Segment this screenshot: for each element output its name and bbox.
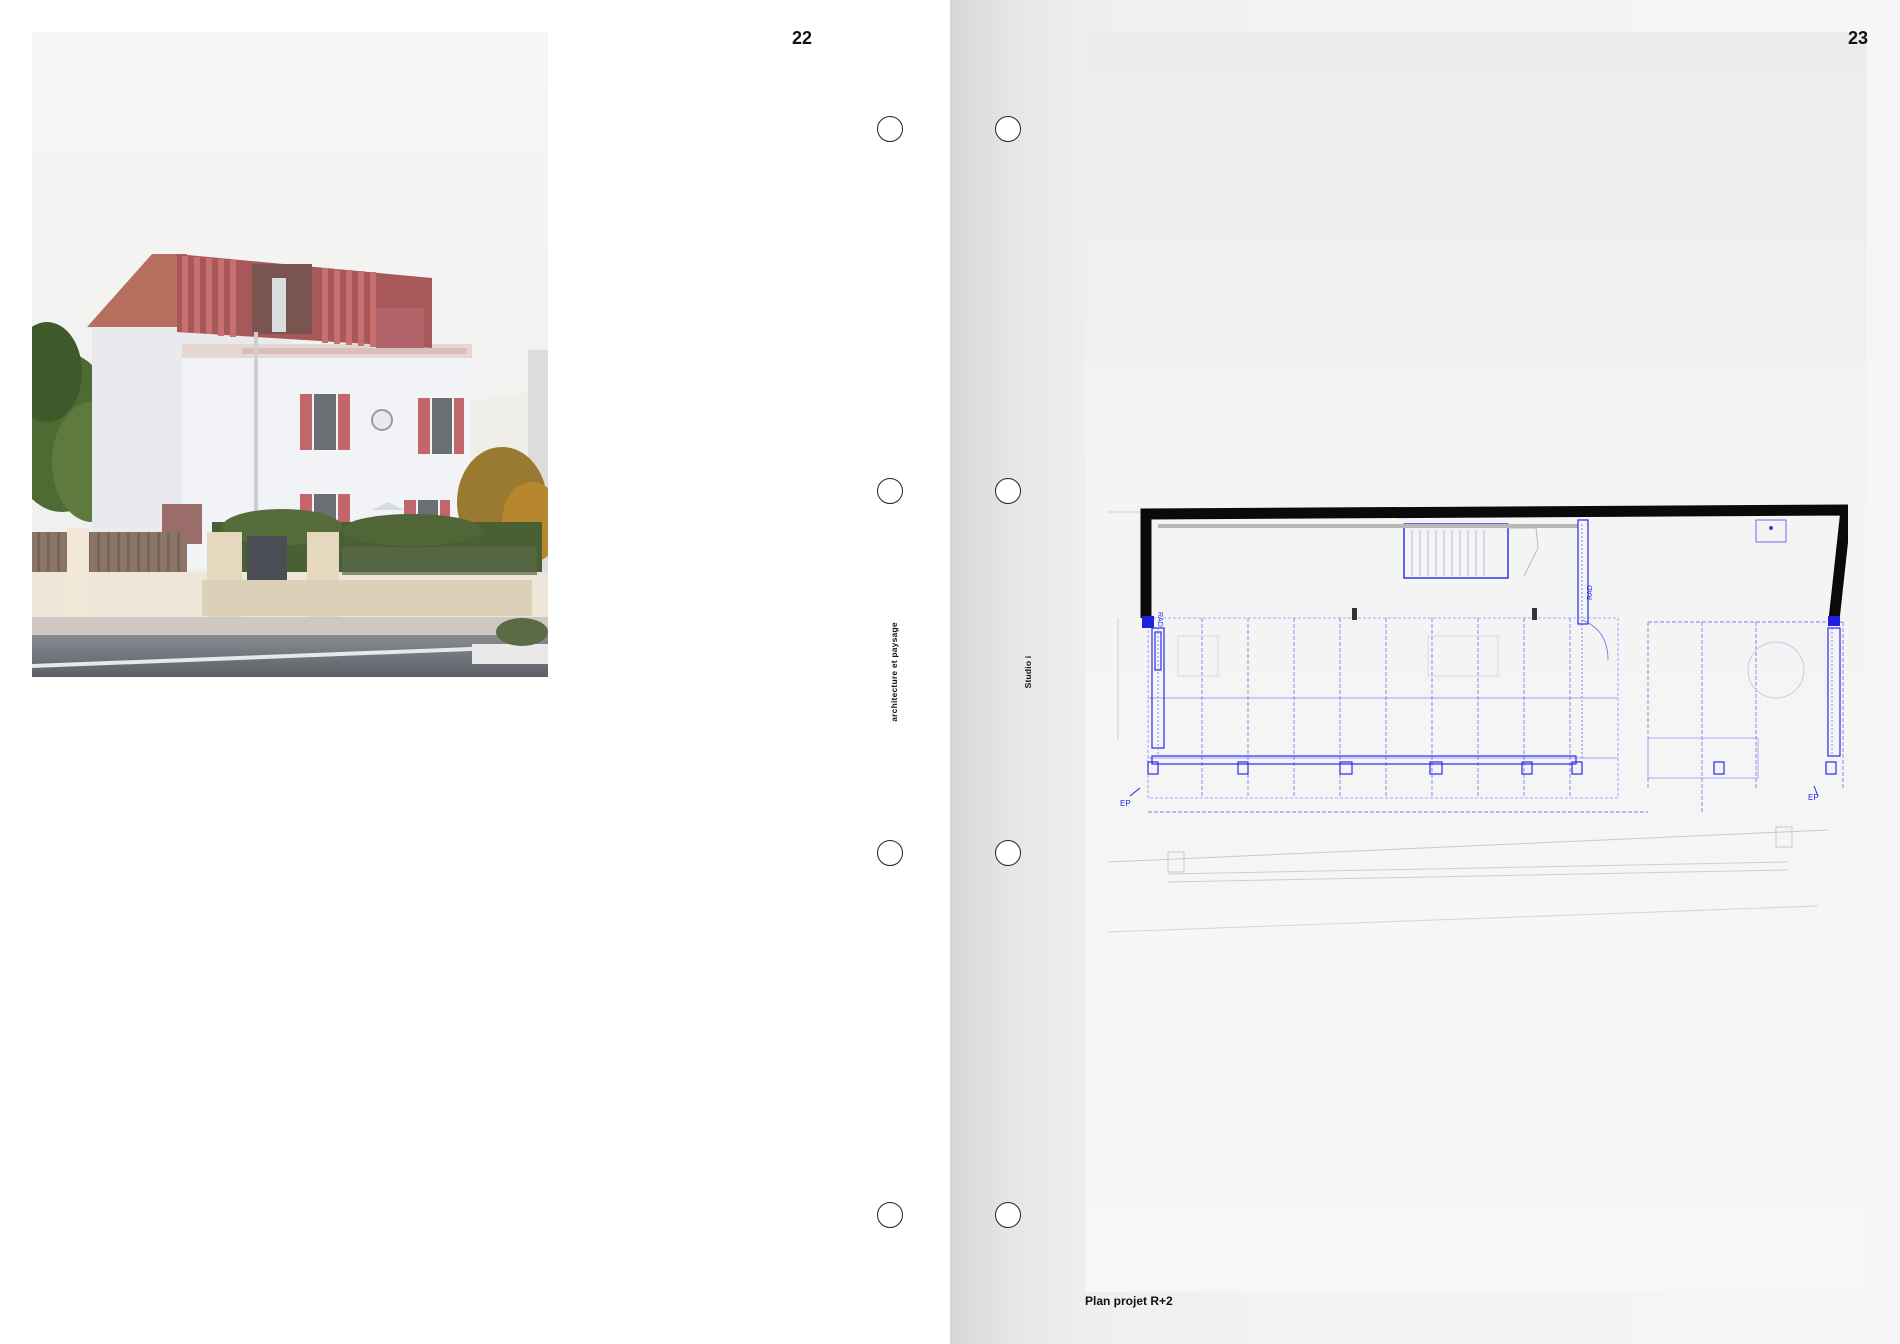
binder-hole — [877, 840, 903, 866]
binder-hole — [877, 478, 903, 504]
spine-label-right: Studio i — [1023, 655, 1033, 689]
plan-caption: Plan projet R+2 — [1085, 1294, 1173, 1308]
spine-label-left: architecture et paysage — [889, 622, 899, 722]
ep-label-right: EP — [1808, 793, 1819, 802]
house-render-image — [32, 32, 548, 677]
binder-hole — [877, 1202, 903, 1228]
binder-hole — [995, 116, 1021, 142]
right-page: 23 Studio i — [950, 0, 1900, 1344]
rad-label-right: RAD — [1587, 585, 1594, 600]
binder-hole — [995, 1202, 1021, 1228]
page-number-right: 23 — [1848, 28, 1869, 48]
binder-hole — [995, 478, 1021, 504]
plan-panel — [1085, 32, 1867, 1292]
ep-label-left: EP — [1120, 799, 1131, 808]
binder-hole — [995, 840, 1021, 866]
floor-plan-drawing: RAD RAD EP EP — [1107, 500, 1853, 940]
binder-hole — [877, 116, 903, 142]
left-page: 22 architecture et paysage — [32, 28, 903, 1228]
rad-label-left: RAD — [1156, 612, 1163, 627]
page-number-left: 22 — [792, 28, 813, 48]
